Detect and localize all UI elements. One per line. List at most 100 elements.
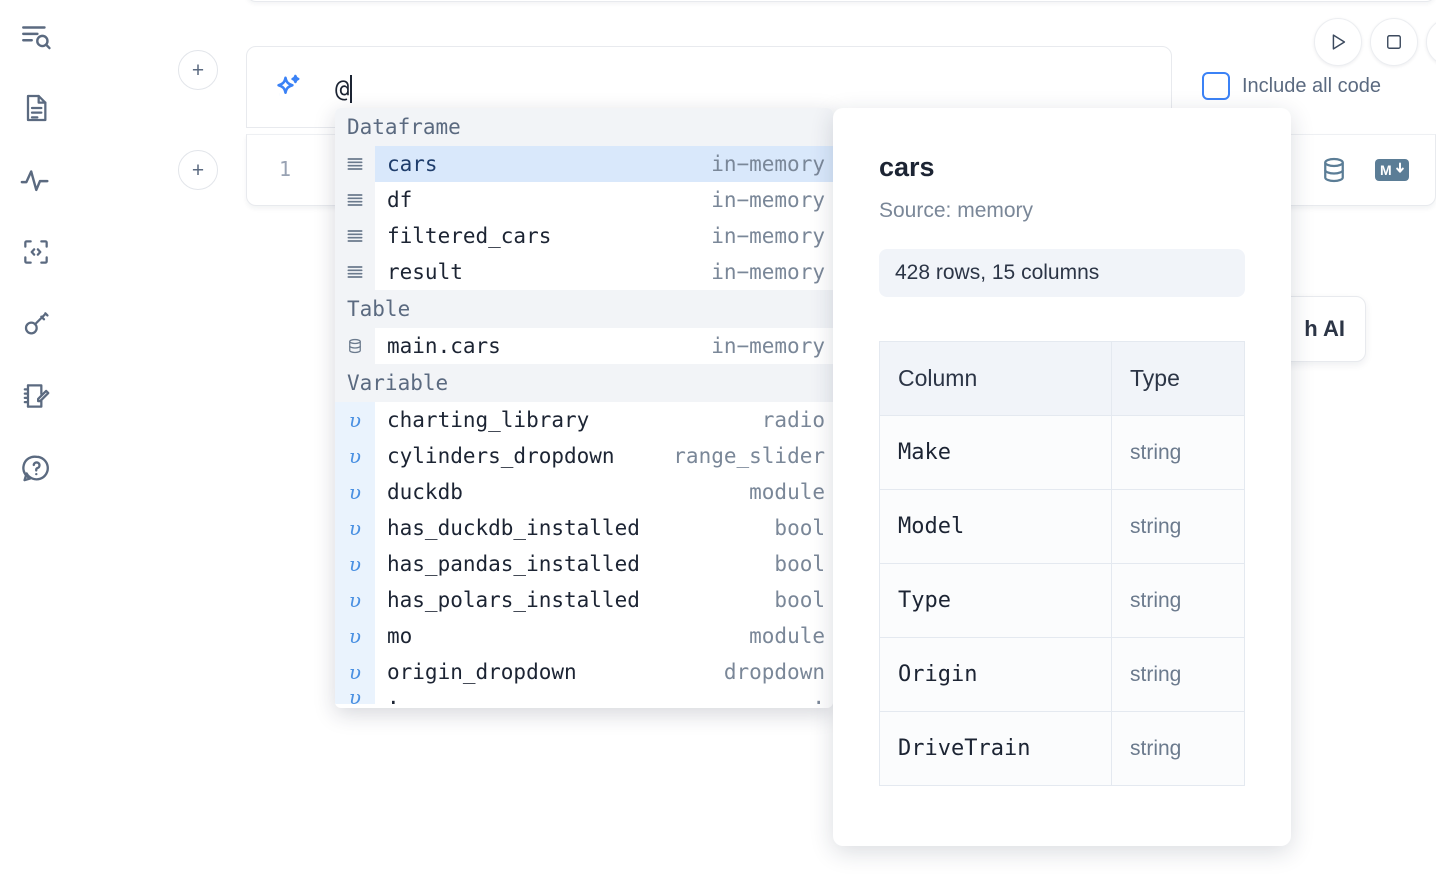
autocomplete-item-kind: module — [749, 480, 825, 504]
autocomplete-item-name: mo — [387, 624, 413, 648]
previous-cell-stub — [246, 0, 1436, 2]
include-all-code-checkbox[interactable] — [1202, 72, 1230, 100]
table-header-row: Column Type — [879, 341, 1245, 416]
autocomplete-item-kind: in−memory — [711, 152, 825, 176]
autocomplete-item[interactable]: υ origin_dropdown dropdown — [335, 654, 833, 690]
help-chat-icon — [20, 452, 53, 485]
schema-column-type: string — [1111, 637, 1245, 712]
ai-sparkle-icon — [269, 71, 305, 107]
autocomplete-item-clipped[interactable]: υ.. — [335, 690, 833, 704]
sidebar-item-snippets[interactable] — [14, 230, 58, 274]
stop-cell-button[interactable] — [1370, 18, 1418, 66]
autocomplete-item-name: main.cars — [387, 334, 501, 358]
activity-pulse-icon — [19, 163, 53, 197]
schema-column-name: Make — [879, 415, 1112, 490]
notebook-edit-icon — [20, 380, 52, 412]
autocomplete-item[interactable]: result in−memory — [335, 254, 833, 290]
autocomplete-item-kind: radio — [761, 408, 825, 432]
autocomplete-item-kind: range_slider — [673, 444, 825, 468]
schema-column-type: string — [1111, 711, 1245, 786]
dataframe-rows-icon — [335, 254, 375, 290]
autocomplete-item-body: cylinders_dropdown range_slider — [375, 438, 833, 474]
schema-column-type: string — [1111, 415, 1245, 490]
text-caret — [350, 75, 353, 103]
autocomplete-item-kind: module — [749, 624, 825, 648]
include-all-code-control[interactable]: Include all code — [1202, 72, 1381, 100]
autocomplete-item-name: df — [387, 188, 413, 212]
line-number: 1 — [278, 157, 291, 181]
autocomplete-item-kind: . — [812, 690, 825, 704]
autocomplete-item-name: charting_library — [387, 408, 590, 432]
autocomplete-item-body: .. — [375, 690, 833, 704]
autocomplete-item[interactable]: cars in−memory — [335, 146, 833, 182]
document-icon — [20, 92, 52, 124]
dataframe-rows-icon — [335, 146, 375, 182]
add-cell-button-below[interactable]: + — [178, 150, 218, 190]
variable-icon: υ — [335, 690, 375, 704]
more-actions-button[interactable] — [1426, 18, 1436, 66]
sidebar-item-secrets[interactable] — [14, 302, 58, 346]
schema-column-name: Type — [879, 563, 1112, 638]
sidebar-item-explore[interactable] — [14, 14, 58, 58]
ai-prompt-value: @ — [335, 75, 350, 103]
autocomplete-item-name: has_polars_installed — [387, 588, 640, 612]
sidebar-item-help[interactable] — [14, 446, 58, 490]
dataframe-rows-icon — [335, 218, 375, 254]
column-header-type: Type — [1111, 341, 1245, 416]
autocomplete-section-header: Dataframe — [335, 108, 833, 146]
autocomplete-item[interactable]: υ cylinders_dropdown range_slider — [335, 438, 833, 474]
autocomplete-section-header: Variable — [335, 364, 833, 402]
autocomplete-item-kind: in−memory — [711, 260, 825, 284]
autocomplete-item-name: cylinders_dropdown — [387, 444, 615, 468]
database-icon[interactable] — [1319, 155, 1349, 190]
autocomplete-item-name: has_pandas_installed — [387, 552, 640, 576]
autocomplete-item[interactable]: main.cars in−memory — [335, 328, 833, 364]
variable-icon: υ — [335, 510, 375, 546]
variable-icon: υ — [335, 654, 375, 690]
autocomplete-item-kind: in−memory — [711, 224, 825, 248]
autocomplete-item-body: cars in−memory — [375, 146, 833, 182]
autocomplete-item-name: cars — [387, 152, 438, 176]
svg-text:M: M — [1380, 162, 1392, 178]
dataframe-rows-icon — [335, 182, 375, 218]
schema-column-type: string — [1111, 489, 1245, 564]
autocomplete-item-kind: bool — [774, 588, 825, 612]
markdown-icon[interactable]: M — [1375, 158, 1409, 187]
preview-source: Source: memory — [879, 199, 1034, 222]
autocomplete-item-body: charting_library radio — [375, 402, 833, 438]
sidebar-item-files[interactable] — [14, 86, 58, 130]
column-header-column: Column — [879, 341, 1112, 416]
autocomplete-item-body: main.cars in−memory — [375, 328, 833, 364]
ai-prompt-input[interactable]: @ — [335, 75, 353, 103]
sidebar-item-variables[interactable] — [14, 158, 58, 202]
include-all-code-label: Include all code — [1242, 74, 1381, 97]
preview-shape-badge: 428 rows, 15 columns — [879, 249, 1245, 297]
variable-icon: υ — [335, 438, 375, 474]
add-cell-button-above[interactable]: + — [178, 50, 218, 90]
autocomplete-section-header: Table — [335, 290, 833, 328]
sidebar-item-scratchpad[interactable] — [14, 374, 58, 418]
autocomplete-item-kind: dropdown — [723, 660, 825, 684]
autocomplete-item-body: result in−memory — [375, 254, 833, 290]
code-snippet-icon — [20, 236, 52, 268]
autocomplete-item-name: origin_dropdown — [387, 660, 577, 684]
sidebar-rail — [0, 0, 72, 874]
run-cell-button[interactable] — [1314, 18, 1362, 66]
autocomplete-item-kind: in−memory — [711, 334, 825, 358]
variable-icon: υ — [335, 618, 375, 654]
autocomplete-item-name: result — [387, 260, 463, 284]
